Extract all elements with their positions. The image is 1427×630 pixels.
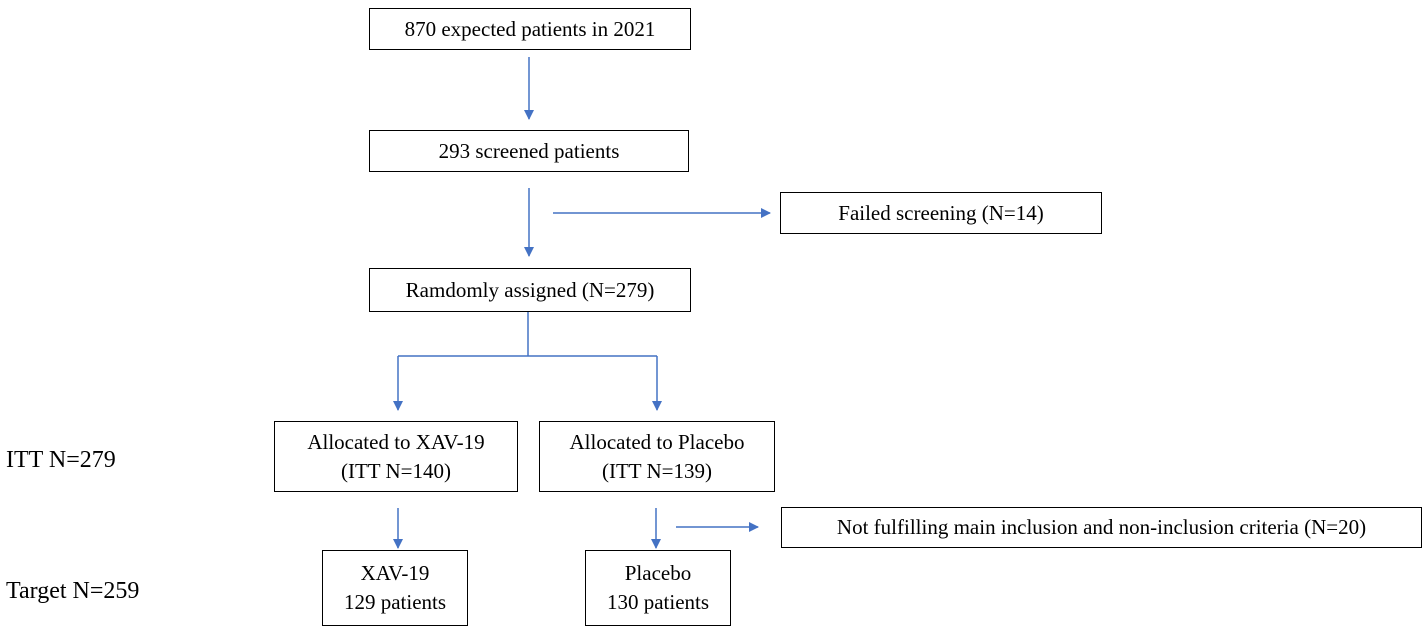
final-xav-box: XAV-19 129 patients	[322, 550, 468, 626]
allocated-placebo-box: Allocated to Placebo (ITT N=139)	[539, 421, 775, 492]
final-xav-line1: XAV-19	[360, 561, 430, 585]
expected-patients-text: 870 expected patients in 2021	[404, 16, 656, 41]
final-xav-line2: 129 patients	[343, 590, 447, 614]
final-placebo-line1: Placebo	[624, 561, 692, 585]
allocated-xav-line2: (ITT N=140)	[340, 458, 451, 483]
failed-screening-text: Failed screening (N=14)	[838, 200, 1044, 225]
expected-patients-box: 870 expected patients in 2021	[369, 8, 691, 50]
final-placebo-line2: 130 patients	[606, 590, 710, 614]
allocated-placebo-line2: (ITT N=139)	[601, 458, 712, 483]
randomly-assigned-box: Ramdomly assigned (N=279)	[369, 268, 691, 312]
allocated-xav-line1: Allocated to XAV-19	[307, 429, 485, 454]
allocated-placebo-line1: Allocated to Placebo	[569, 429, 745, 454]
excluded-box: Not fulfilling main inclusion and non-in…	[781, 507, 1422, 548]
allocated-xav-box: Allocated to XAV-19 (ITT N=140)	[274, 421, 518, 492]
itt-label: ITT N=279	[6, 447, 116, 473]
randomly-assigned-text: Ramdomly assigned (N=279)	[405, 277, 655, 302]
target-label: Target N=259	[6, 578, 140, 604]
final-placebo-box: Placebo 130 patients	[585, 550, 731, 626]
screened-patients-box: 293 screened patients	[369, 130, 689, 172]
failed-screening-box: Failed screening (N=14)	[780, 192, 1102, 234]
excluded-text: Not fulfilling main inclusion and non-in…	[836, 515, 1367, 539]
screened-patients-text: 293 screened patients	[438, 138, 620, 163]
